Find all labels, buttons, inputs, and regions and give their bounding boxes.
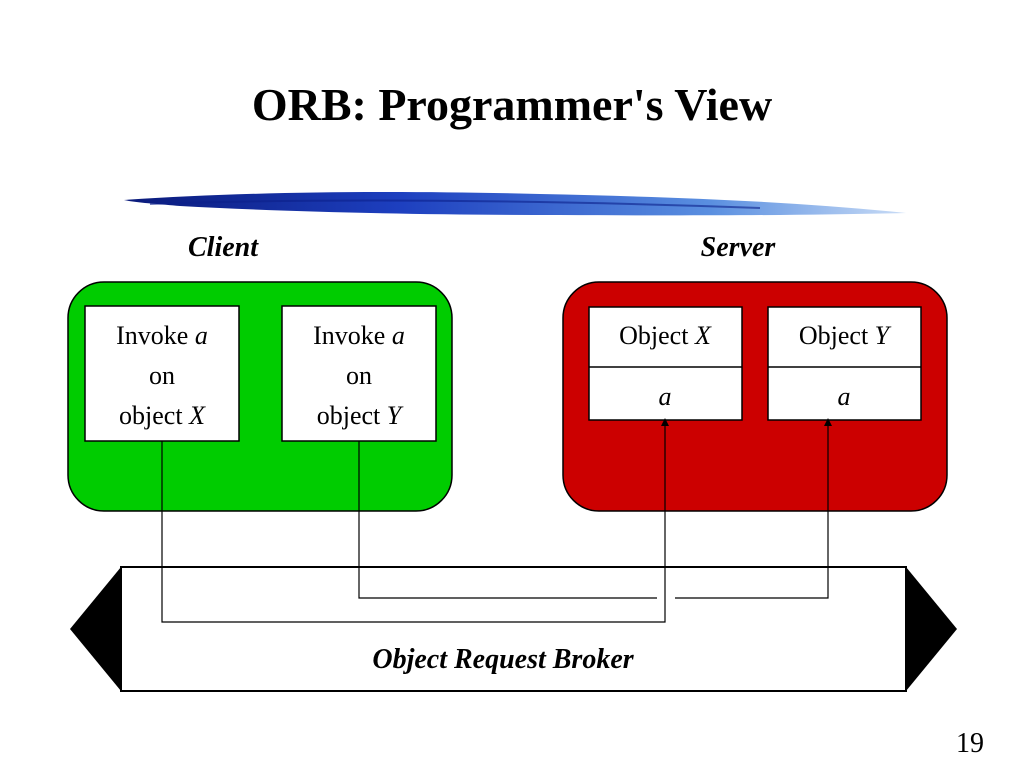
invocation-box-x: Invoke a on object X [84, 305, 240, 442]
object-box-y: Object Y a [767, 306, 922, 421]
object-x-name: Object X [619, 321, 712, 350]
invocation-y-line2: on [346, 361, 372, 390]
connection-y-right [675, 418, 832, 599]
invocation-box-y: Invoke a on object Y [281, 305, 437, 442]
invocation-x-line1: Invoke a [116, 321, 208, 350]
invocation-y-line1: Invoke a [313, 321, 405, 350]
connection-x [161, 418, 669, 623]
slide-number: 19 [956, 728, 984, 759]
invocation-x-line2: on [149, 361, 175, 390]
object-x-method: a [659, 382, 672, 411]
client-label: Client [187, 232, 258, 263]
orb-left-arrow-cap [70, 567, 121, 691]
server-label: Server [700, 232, 776, 263]
orb-right-arrow-cap [906, 567, 957, 691]
orb-label: Object Request Broker [372, 644, 634, 675]
brush-stroke-divider [124, 192, 906, 216]
connection-y-left [358, 441, 657, 599]
object-box-x: Object X a [588, 306, 743, 421]
invocation-x-line3: object X [119, 401, 206, 430]
orb-bar: Object Request Broker [70, 566, 957, 692]
object-y-method: a [838, 382, 851, 411]
slide-title: ORB: Programmer's View [251, 79, 773, 130]
invocation-y-line3: object Y [317, 401, 404, 430]
object-y-name: Object Y [799, 321, 892, 350]
